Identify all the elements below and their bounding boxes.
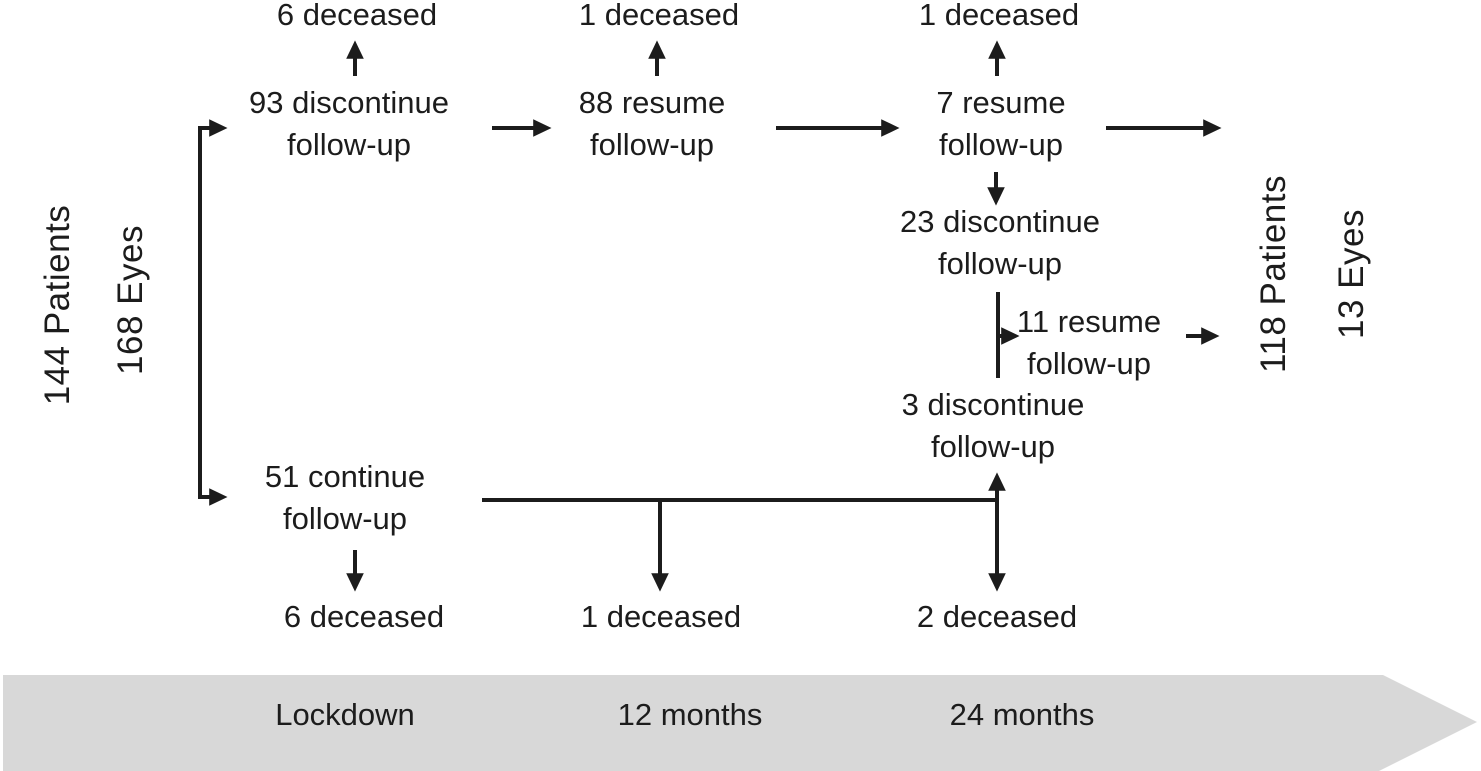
node-discontinue-23-line1: 23 discontinue [900,204,1100,239]
node-resume-11-line2: follow-up [1026,346,1152,381]
node-deceased-12m-bottom: 1 deceased [580,599,742,634]
node-discontinue-23: 23 discontinue follow-up [900,201,1100,285]
node-discontinue-23-line2: follow-up [937,246,1063,281]
node-continue-51: 51 continue follow-up [265,456,425,540]
timeline-label-24-months: 24 months [949,697,1095,732]
node-discontinue-3-line1: 3 discontinue [901,387,1085,422]
start-patients-label: 144 Patients [38,204,77,406]
node-resume-88-line2: follow-up [589,127,715,162]
start-eyes-label: 168 Eyes [111,225,150,375]
node-resume-88: 88 resume follow-up [579,82,725,166]
node-discontinue-93-line1: 93 discontinue [249,85,449,120]
node-resume-7: 7 resume follow-up [936,82,1065,166]
node-deceased-24m-bottom: 2 deceased [916,599,1078,634]
node-resume-88-line1: 88 resume [578,85,726,120]
node-continue-51-line2: follow-up [282,501,408,536]
timeline-label-12-months: 12 months [617,697,763,732]
node-resume-11: 11 resume follow-up [1017,301,1161,385]
end-patients-label: 118 Patients [1254,175,1293,373]
node-discontinue-93-line2: follow-up [286,127,412,162]
node-deceased-lockdown-top: 6 deceased [276,0,438,32]
end-eyes-label: 13 Eyes [1332,209,1371,339]
node-discontinue-3: 3 discontinue follow-up [902,384,1085,468]
node-deceased-12m-top: 1 deceased [578,0,740,32]
node-discontinue-3-line2: follow-up [930,429,1056,464]
node-discontinue-93: 93 discontinue follow-up [249,82,449,166]
node-deceased-24m-top: 1 deceased [918,0,1080,32]
node-continue-51-line1: 51 continue [264,459,426,494]
timeline-arrow-band [3,675,1477,771]
node-resume-7-line2: follow-up [938,127,1064,162]
node-deceased-lockdown-bottom: 6 deceased [283,599,445,634]
node-resume-11-line1: 11 resume [1016,304,1162,339]
node-resume-7-line1: 7 resume [936,85,1066,120]
timeline-label-lockdown: Lockdown [275,697,415,732]
